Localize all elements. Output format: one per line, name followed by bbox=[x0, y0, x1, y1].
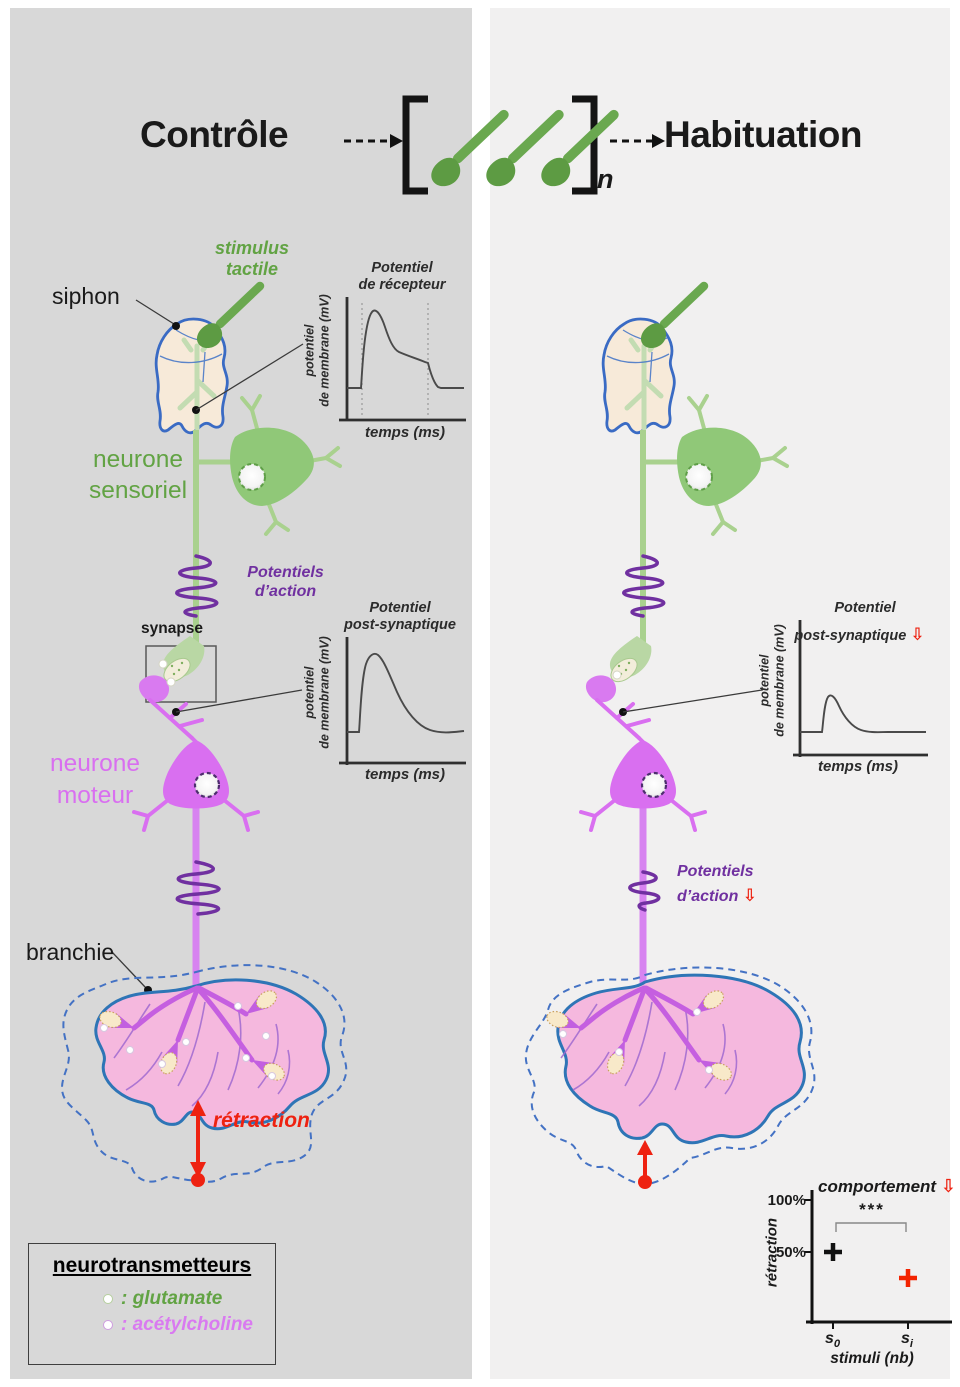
habituation-title: Habituation bbox=[664, 114, 862, 155]
sensory-neuron-label: neurone sensoriel bbox=[88, 446, 188, 504]
action-potentials-label-right: Potentiels d’action ⇩ bbox=[677, 863, 758, 905]
receptor-graph-ylabel: potentiel de membrane (mV) bbox=[302, 294, 332, 407]
control-title: Contrôle bbox=[140, 114, 289, 155]
legend-title: neurotransmetteurs bbox=[52, 1254, 252, 1277]
receptor-graph-xlabel: temps (ms) bbox=[364, 424, 446, 441]
xtick-s0: s0 bbox=[825, 1330, 841, 1351]
control-panel bbox=[10, 8, 472, 1379]
receptor-graph-title: Potentiel de récepteur bbox=[358, 260, 446, 293]
psp-graph-xlabel: temps (ms) bbox=[364, 766, 446, 783]
habituation-panel bbox=[490, 8, 950, 1379]
acetylcholine-dot-icon bbox=[103, 1320, 113, 1330]
psp-graph-ylabel-right: potentiel de membrane (mV) bbox=[757, 624, 787, 737]
action-potentials-label: Potentiels d’action bbox=[247, 564, 324, 600]
legend-item-glutamate: : glutamate bbox=[29, 1288, 275, 1310]
siphon-label: siphon bbox=[52, 283, 120, 309]
decrease-arrow-icon: ⇩ bbox=[742, 886, 758, 905]
synapse-label: synapse bbox=[141, 620, 204, 637]
gill-label: branchie bbox=[26, 939, 115, 965]
psp-graph-title-right: Potentiel bbox=[834, 600, 896, 616]
behavior-xlabel: stimuli (nb) bbox=[830, 1350, 914, 1367]
significance-stars: *** bbox=[859, 1200, 885, 1219]
repeat-subscript: n bbox=[597, 164, 614, 194]
psp-graph-ylabel: potentiel de membrane (mV) bbox=[302, 636, 332, 749]
retraction-label: rétraction bbox=[213, 1109, 310, 1132]
motor-neuron-label: neurone moteur bbox=[50, 750, 140, 809]
ytick-100: 100% bbox=[767, 1192, 806, 1209]
xtick-si: si bbox=[901, 1330, 914, 1351]
decrease-arrow-icon: ⇩ bbox=[910, 625, 925, 644]
psp-graph-xlabel-right: temps (ms) bbox=[817, 758, 899, 775]
stimulus-label: stimulus tactile bbox=[214, 238, 289, 279]
neurotransmitter-legend: neurotransmetteurs : glutamate : acétylc… bbox=[28, 1243, 276, 1365]
psp-graph-title: Potentiel post-synaptique bbox=[344, 600, 456, 633]
legend-item-acetylcholine: : acétylcholine bbox=[29, 1314, 275, 1336]
behavior-title: comportement ⇩ bbox=[818, 1176, 956, 1196]
behavior-ylabel: rétraction bbox=[763, 1217, 781, 1288]
glutamate-dot-icon bbox=[103, 1294, 113, 1304]
ytick-50: 50% bbox=[775, 1244, 806, 1261]
decrease-arrow-icon: ⇩ bbox=[940, 1176, 956, 1196]
psp-graph-title-right-l2: post-synaptique ⇩ bbox=[794, 625, 925, 644]
